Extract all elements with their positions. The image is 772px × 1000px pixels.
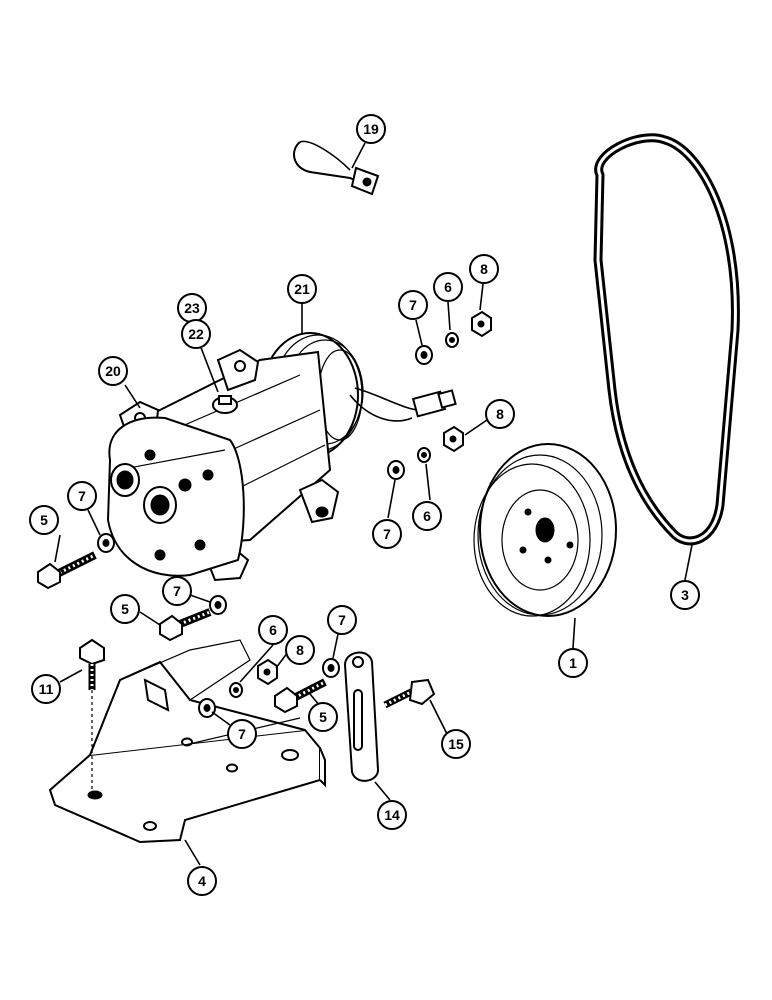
svg-text:7: 7 [238, 726, 246, 742]
svg-text:4: 4 [198, 873, 206, 889]
callout-7: 7 [327, 605, 357, 635]
callout-23: 23 [177, 293, 207, 323]
bolt-5-b [159, 608, 212, 642]
svg-text:5: 5 [121, 601, 129, 617]
svg-text:7: 7 [173, 583, 181, 599]
callout-5: 5 [110, 594, 140, 624]
callout-7: 7 [372, 519, 402, 549]
svg-text:1: 1 [569, 655, 577, 671]
drive-belt [593, 133, 740, 546]
callout-15: 15 [441, 729, 471, 759]
callout-8: 8 [285, 635, 315, 665]
svg-text:8: 8 [296, 642, 304, 658]
callout-6: 6 [258, 615, 288, 645]
svg-text:7: 7 [409, 297, 417, 313]
svg-text:6: 6 [423, 508, 431, 524]
svg-text:3: 3 [681, 587, 689, 603]
bolt-15 [383, 678, 436, 709]
callout-14: 14 [377, 800, 407, 830]
svg-text:8: 8 [480, 261, 488, 277]
svg-text:11: 11 [39, 681, 54, 697]
callout-7: 7 [67, 481, 97, 511]
svg-text:5: 5 [40, 512, 48, 528]
callout-22: 22 [181, 319, 211, 349]
callout-7: 7 [398, 290, 428, 320]
hose-clamp [293, 140, 380, 196]
svg-text:6: 6 [444, 279, 452, 295]
svg-text:7: 7 [383, 526, 391, 542]
compressor [106, 332, 457, 582]
svg-text:15: 15 [448, 736, 464, 752]
callout-5: 5 [308, 702, 338, 732]
callout-3: 3 [670, 580, 700, 610]
svg-text:7: 7 [338, 612, 346, 628]
callout-1: 1 [558, 648, 588, 678]
callout-19: 19 [356, 114, 386, 144]
svg-text:6: 6 [269, 622, 277, 638]
callout-6: 6 [412, 501, 442, 531]
pulley [473, 443, 617, 617]
callout-8: 8 [485, 399, 515, 429]
callout-21: 21 [287, 274, 317, 304]
svg-text:14: 14 [384, 807, 400, 823]
callout-7: 7 [162, 576, 192, 606]
callout-6: 6 [433, 272, 463, 302]
svg-text:7: 7 [78, 488, 86, 504]
bolt-5-a [37, 551, 97, 590]
washers-and-nuts [97, 310, 492, 718]
bolt-11 [79, 638, 105, 790]
adjusting-link [343, 651, 380, 782]
svg-text:5: 5 [319, 709, 327, 725]
callout-7: 7 [227, 719, 257, 749]
callout-11: 11 [31, 674, 61, 704]
svg-text:19: 19 [363, 121, 379, 137]
callout-4: 4 [187, 866, 217, 896]
svg-text:22: 22 [188, 326, 204, 342]
svg-text:23: 23 [184, 300, 200, 316]
leader-lines [54, 142, 693, 866]
svg-text:20: 20 [105, 363, 121, 379]
bolt-5-c [274, 678, 327, 714]
svg-text:21: 21 [294, 281, 310, 297]
callout-8: 8 [469, 254, 499, 284]
callout-20: 20 [98, 356, 128, 386]
callout-5: 5 [29, 505, 59, 535]
mounting-bracket [48, 639, 326, 844]
svg-text:8: 8 [496, 406, 504, 422]
